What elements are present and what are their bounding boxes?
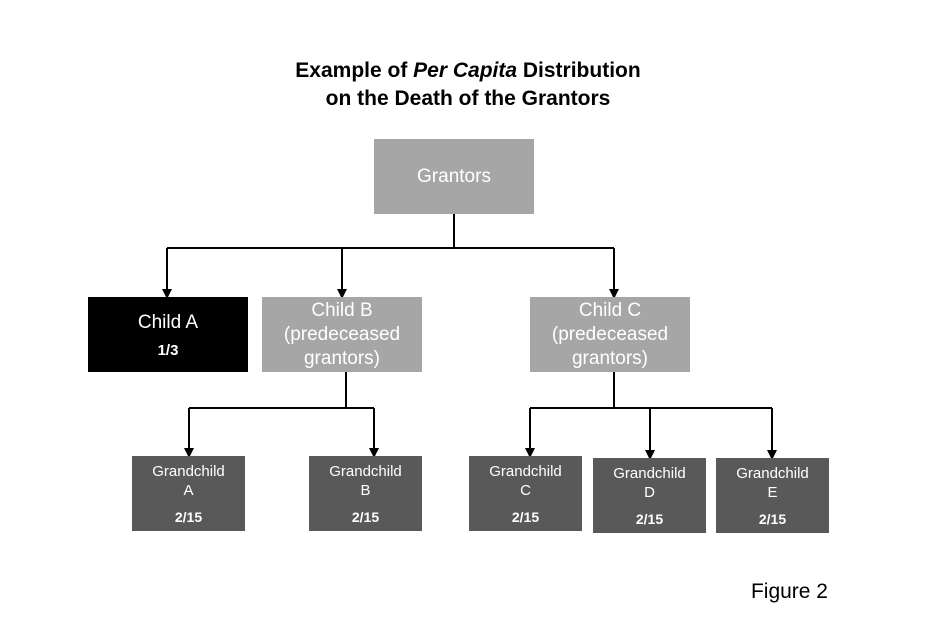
grandchild-a-label: Grandchild [152, 463, 225, 480]
grandchild-a-share: 2/15 [174, 509, 203, 525]
grantors-label: Grantors [417, 165, 491, 187]
child-a-label: Child A [137, 312, 199, 333]
grandchild-a-letter: A [183, 482, 194, 499]
grandchild-c-share: 2/15 [511, 509, 540, 525]
child-c-label-line-2: (predeceased [551, 323, 669, 345]
grandchild-e-letter: E [767, 484, 778, 501]
grandchild-a-node: Grandchild A 2/15 [132, 456, 245, 531]
child-a-node: Child A 1/3 [88, 297, 248, 372]
child-a-share: 1/3 [157, 342, 179, 359]
grandchild-b-node: Grandchild B 2/15 [309, 456, 422, 531]
grandchild-e-label: Grandchild [736, 465, 809, 482]
grandchild-b-letter: B [360, 482, 371, 499]
child-b-label-line-3: grantors) [303, 347, 381, 369]
figure-label: Figure 2 [750, 580, 828, 603]
child-c-label-line-3: grantors) [571, 347, 649, 369]
child-c-node: Child C (predeceased grantors) [530, 297, 690, 372]
child-b-node: Child B (predeceased grantors) [262, 297, 422, 372]
grandchild-d-letter: D [644, 484, 655, 501]
diagram-title: Example of Per Capita Distribution on th… [0, 57, 936, 113]
grandchild-d-share: 2/15 [635, 511, 664, 527]
title-emphasis: Per Capita [413, 59, 518, 82]
grantors-node: Grantors [374, 139, 534, 214]
grandchild-b-share: 2/15 [351, 509, 380, 525]
grandchild-c-label: Grandchild [489, 463, 562, 480]
child-b-label-line-2: (predeceased [283, 323, 401, 345]
title-suffix: Distribution [517, 59, 641, 82]
title-prefix: Example of [295, 59, 414, 82]
grandchild-e-node: Grandchild E 2/15 [716, 458, 829, 533]
grandchild-c-letter: C [520, 482, 531, 499]
child-b-label-line-1: Child B [311, 299, 373, 321]
grandchild-d-node: Grandchild D 2/15 [593, 458, 706, 533]
grandchild-b-label: Grandchild [329, 463, 402, 480]
child-c-label-line-1: Child C [578, 299, 642, 321]
grandchild-d-label: Grandchild [613, 465, 686, 482]
title-line-2: on the Death of the Grantors [325, 87, 611, 110]
grandchild-e-share: 2/15 [758, 511, 787, 527]
grandchild-c-node: Grandchild C 2/15 [469, 456, 582, 531]
title-line-1: Example of Per Capita Distribution [0, 57, 936, 85]
